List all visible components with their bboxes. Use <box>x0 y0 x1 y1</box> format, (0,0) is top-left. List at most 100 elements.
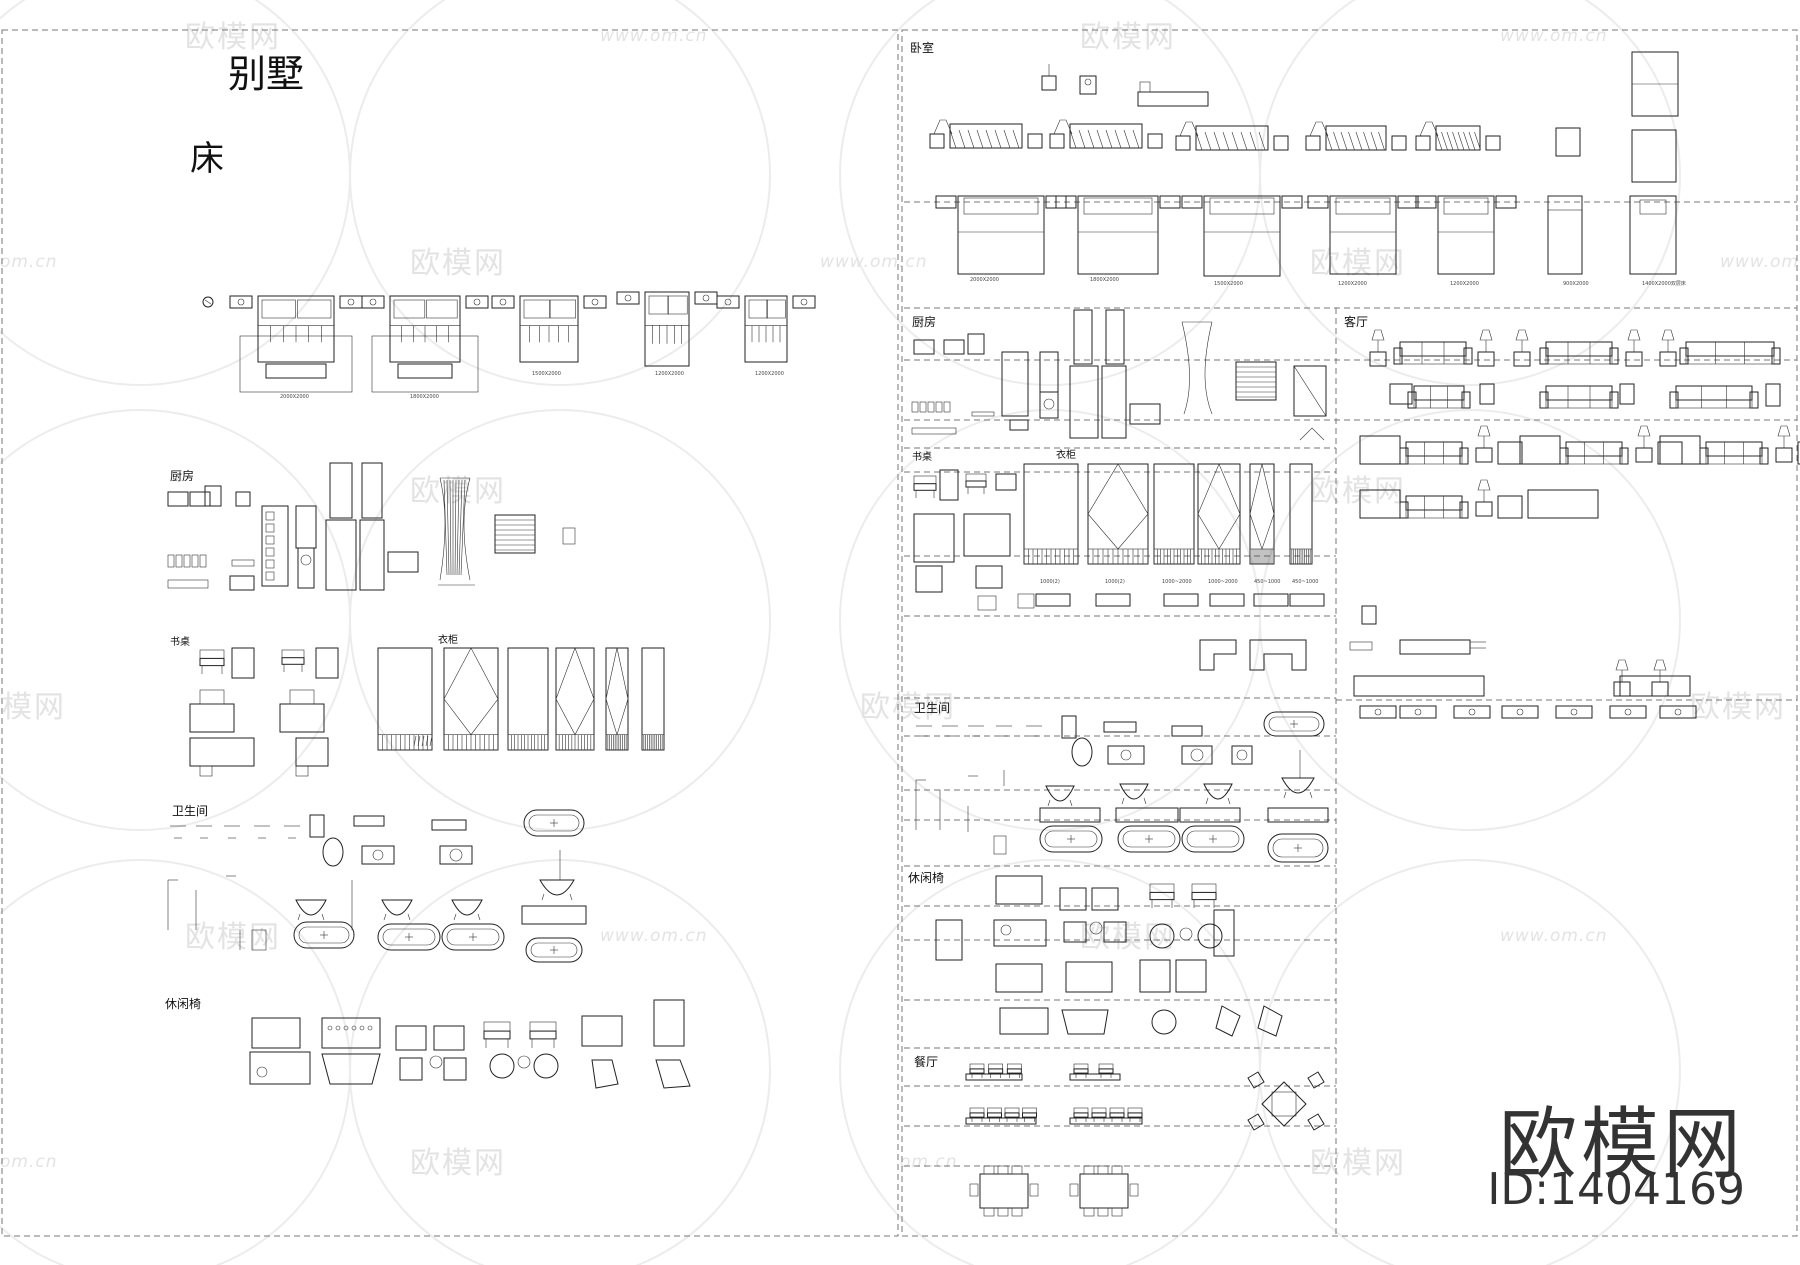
chair-back <box>1073 1107 1089 1114</box>
tv-plan <box>1453 705 1491 719</box>
range-hood <box>191 554 199 568</box>
stove-plan <box>967 333 985 355</box>
bedroom-section-label: 卧室 <box>910 41 935 55</box>
nightstand-elevation <box>1049 133 1065 149</box>
watermark-circle <box>1259 0 1681 386</box>
bathtub-plan <box>1263 711 1325 737</box>
nightstand-plan <box>1181 195 1203 209</box>
square-table-rotated <box>1261 1081 1307 1127</box>
washer-drum <box>300 554 312 566</box>
chair-back <box>965 473 987 482</box>
chair-seat <box>1149 891 1175 901</box>
bedding-fold <box>1474 131 1481 151</box>
chair-back <box>988 1063 1003 1070</box>
bedding-fold <box>1078 129 1086 149</box>
bed-plan-frame <box>1329 195 1397 275</box>
nightstand-elevation <box>1079 75 1097 95</box>
chair-plan <box>289 689 315 705</box>
chair-plan <box>1063 921 1087 943</box>
range-hood <box>183 554 191 568</box>
sofa-back <box>1685 341 1775 357</box>
right-sheet-frame <box>901 29 1798 1237</box>
chair-plan <box>1097 1207 1109 1217</box>
dimension-label: 1000(2) <box>1040 579 1060 585</box>
sofa-back <box>1405 495 1463 511</box>
nightstand <box>361 295 385 309</box>
watermark-text: 欧模网 <box>185 920 281 955</box>
lounge-elevation <box>1175 959 1207 993</box>
knob <box>1084 78 1092 86</box>
sofa-back <box>1399 341 1467 357</box>
bathtub-elevation <box>1045 785 1075 802</box>
single-bed-plan <box>1547 195 1583 275</box>
desk-top <box>189 737 255 767</box>
sofa-back <box>1565 441 1623 457</box>
bedding-fold <box>1325 131 1333 151</box>
nightstand-plan <box>1415 195 1437 209</box>
watermark-text: 欧模网 <box>860 690 956 725</box>
bunk-bed-side <box>1631 129 1677 183</box>
armchair-elevation <box>1497 495 1523 519</box>
vanity-elevation <box>1171 725 1203 737</box>
socket-box <box>1361 605 1377 625</box>
bedding-fold <box>967 129 975 149</box>
brand-id: ID:1404169 <box>1487 1164 1745 1215</box>
armchair-elevation <box>1359 489 1401 519</box>
dining-table-plan <box>1079 1173 1129 1209</box>
chair-plan <box>199 689 225 705</box>
pillow <box>648 295 669 315</box>
toilet-tank <box>309 814 325 838</box>
counter <box>971 411 995 417</box>
sofa-seat <box>1675 399 1753 409</box>
bathtub-inner <box>1272 838 1324 858</box>
curtain-fold <box>446 479 450 576</box>
chair-plan-end <box>1029 1183 1039 1197</box>
chair-seat <box>1109 1112 1125 1118</box>
curtain-fold <box>454 479 457 576</box>
dimension-label: 450~1000 <box>1254 579 1281 585</box>
side-table-plan <box>429 1055 443 1069</box>
chair-back <box>969 1107 985 1114</box>
chair-back <box>1022 1107 1037 1114</box>
chair-plan <box>1011 1165 1023 1175</box>
chair-plan-rotated <box>1247 1071 1265 1089</box>
lamp-symbol <box>800 298 808 306</box>
nightstand-elevation <box>1273 135 1289 151</box>
chair-plan <box>997 1165 1009 1175</box>
wardrobe-plan <box>1035 593 1071 607</box>
study-section-label: 书桌 <box>170 637 190 648</box>
chair-plan-rotated <box>1307 1113 1325 1131</box>
tub-foot <box>1069 799 1073 807</box>
tub-foot <box>321 913 325 921</box>
bedding-fold <box>1114 129 1122 149</box>
range-hood <box>943 401 951 413</box>
lamp-shade <box>1419 121 1439 137</box>
tub-foot <box>1047 799 1051 807</box>
wingback-elevation <box>653 999 685 1047</box>
armchair-elevation <box>315 647 339 679</box>
tall-cabinet <box>329 462 353 519</box>
lamp-shade <box>1479 329 1493 341</box>
burner <box>265 559 275 569</box>
walk-in-closet-u <box>1249 639 1307 671</box>
watermark-text: www.om.cn <box>820 252 928 272</box>
desk-top <box>295 737 329 767</box>
bathtub-elevation <box>1281 777 1315 794</box>
lamp-symbol <box>499 298 507 306</box>
watermark-text: om.cn <box>900 1152 958 1172</box>
bedding-fold <box>1132 129 1140 149</box>
chair-back <box>483 1021 511 1032</box>
bed-plan-frame <box>1437 195 1495 275</box>
side-table-plan <box>1089 921 1103 935</box>
tub-elevation-box <box>1039 807 1101 823</box>
burner <box>265 547 275 557</box>
bedding-fold <box>1463 131 1470 151</box>
bench <box>397 363 453 379</box>
burner <box>265 535 275 545</box>
nightstand <box>792 295 816 309</box>
vanity-elevation <box>431 819 467 831</box>
tub-foot <box>477 913 481 921</box>
tufting <box>367 1025 373 1031</box>
lounge-plan <box>591 1059 619 1089</box>
cooktop <box>1009 419 1029 431</box>
